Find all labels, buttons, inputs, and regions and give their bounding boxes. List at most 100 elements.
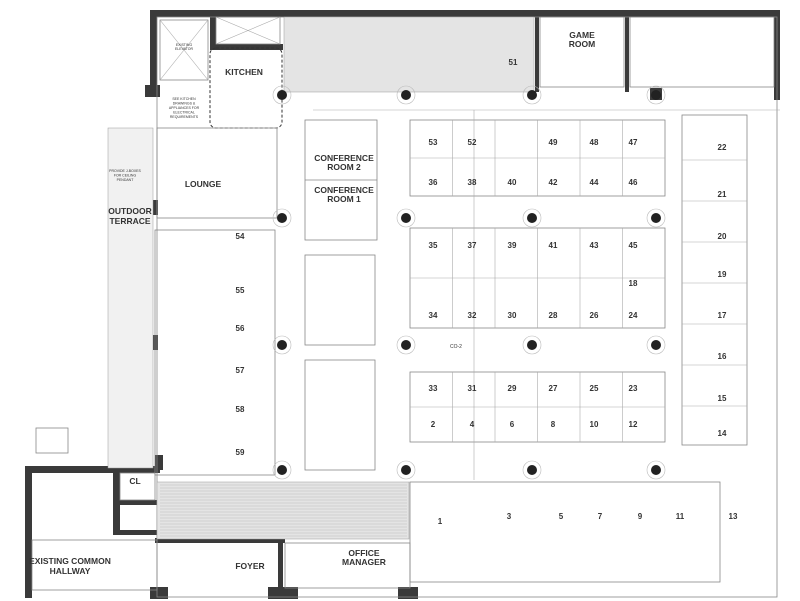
workstation-number: 2	[431, 420, 436, 429]
kitchen-label: KITCHEN	[225, 67, 263, 77]
workstation-number: 16	[718, 352, 727, 361]
column	[651, 90, 661, 100]
workstation-number: 1	[438, 517, 443, 526]
workstation-number: 9	[638, 512, 643, 521]
workstation-number: 38	[468, 178, 477, 187]
workstation-number: 37	[468, 241, 477, 250]
column-ring	[272, 335, 292, 355]
workstation-number: 32	[468, 311, 477, 320]
workstation-number: 46	[629, 178, 638, 187]
column	[277, 90, 287, 100]
workstation-number: 41	[549, 241, 558, 250]
workstation-number: 40	[508, 178, 517, 187]
workstation-number: 48	[590, 138, 599, 147]
column-ring	[396, 85, 416, 105]
workstation-number: 47	[629, 138, 638, 147]
column	[277, 340, 287, 350]
workstation-number: 45	[629, 241, 638, 250]
workstation-number: 10	[590, 420, 599, 429]
workstation-number: 33	[429, 384, 438, 393]
column	[651, 465, 661, 475]
workstation-number: 15	[718, 394, 727, 403]
column	[527, 90, 537, 100]
workstation-number: 31	[468, 384, 477, 393]
workstation-number: 39	[508, 241, 517, 250]
column	[527, 465, 537, 475]
workstation-number: 43	[590, 241, 599, 250]
workstation-number: 12	[629, 420, 638, 429]
column	[401, 465, 411, 475]
workstation-number: 23	[629, 384, 638, 393]
workstation-number: 34	[429, 311, 438, 320]
column-ring	[646, 208, 666, 228]
workstation-number: 4	[470, 420, 475, 429]
column-ring	[522, 85, 542, 105]
workstation-number: 36	[429, 178, 438, 187]
workstation-number: 49	[549, 138, 558, 147]
workstation-number: 52	[468, 138, 477, 147]
workstation-number: 21	[718, 190, 727, 199]
structural-columns	[272, 85, 666, 480]
column	[401, 340, 411, 350]
workstation-number: 54	[236, 232, 245, 241]
workstation-number: 22	[718, 143, 727, 152]
workstation-number: 19	[718, 270, 727, 279]
workstation-number: 42	[549, 178, 558, 187]
column	[401, 90, 411, 100]
workstation-number: 55	[236, 286, 245, 295]
workstation-number: 51	[509, 58, 518, 67]
workstation-number: 14	[718, 429, 727, 438]
interior-lines	[31, 16, 780, 598]
closet-label: CL	[129, 476, 140, 486]
workstation-number: 58	[236, 405, 245, 414]
workstation-number: 8	[551, 420, 556, 429]
workstation-number: 11	[676, 512, 685, 521]
workstation-number: 24	[629, 311, 638, 320]
column-ring	[646, 335, 666, 355]
column-ring	[646, 460, 666, 480]
workstation-number: 35	[429, 241, 438, 250]
column	[651, 213, 661, 223]
column-ring	[522, 208, 542, 228]
column	[277, 465, 287, 475]
column-ring	[272, 460, 292, 480]
column-ring	[646, 85, 666, 105]
column-ring	[272, 208, 292, 228]
column	[527, 213, 537, 223]
column-ring	[272, 85, 292, 105]
workstation-number: 53	[429, 138, 438, 147]
workstation-number: 3	[507, 512, 512, 521]
column	[277, 213, 287, 223]
workstation-number: 26	[590, 311, 599, 320]
workstation-number: 30	[508, 311, 517, 320]
column-ring	[396, 208, 416, 228]
workstation-grid	[410, 120, 747, 442]
foyer-label: FOYER	[235, 561, 264, 571]
column	[651, 340, 661, 350]
column	[401, 213, 411, 223]
workstation-number: 13	[729, 512, 738, 521]
lounge-label: LOUNGE	[185, 179, 222, 189]
workstation-number: 5	[559, 512, 564, 521]
workstation-number: 29	[508, 384, 517, 393]
column-ring	[396, 460, 416, 480]
workstation-number: 18	[629, 279, 638, 288]
column-ring	[522, 460, 542, 480]
workstation-number: 57	[236, 366, 245, 375]
workstation-number: 59	[236, 448, 245, 457]
workstation-number: 20	[718, 232, 727, 241]
column-ring	[522, 335, 542, 355]
workstation-number: 17	[718, 311, 727, 320]
co2-label: CO-2	[450, 344, 462, 350]
